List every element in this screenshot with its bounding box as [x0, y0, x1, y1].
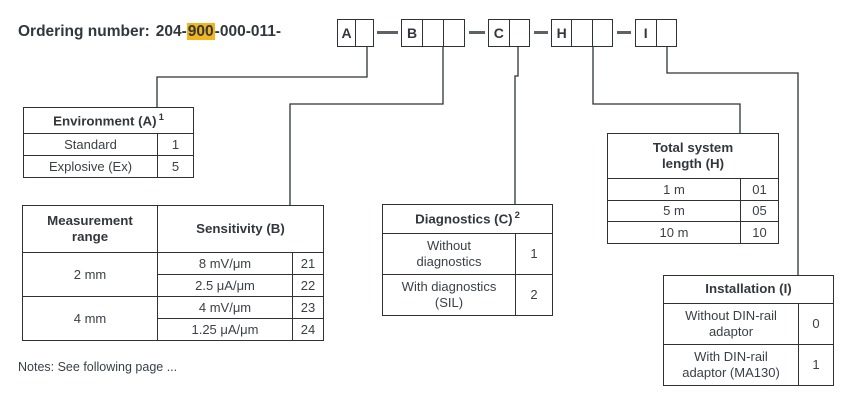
notes-text: Notes: See following page ...	[18, 360, 178, 374]
measurement-range-header: Measurement range	[22, 205, 158, 253]
sensitivity-code: 24	[291, 318, 325, 341]
wire-a	[156, 47, 368, 107]
box-connector-dash	[617, 31, 631, 34]
diagnostics-table: Diagnostics (C)2 Without diagnostics 1 W…	[381, 204, 554, 316]
diagnostics-code: 1	[514, 233, 554, 275]
ordering-code-prefix: 204-	[155, 23, 187, 40]
environment-option: Standard	[23, 133, 158, 156]
code-box-c: C	[488, 19, 530, 47]
sensitivity-table: Measurement range Sensitivity (B) 2 mm 8…	[22, 205, 325, 341]
code-blank-cell	[444, 20, 464, 46]
total-length-table: Total system length (H) 1 m 01 5 m 05 10…	[606, 133, 780, 244]
sensitivity-code: 23	[291, 296, 325, 319]
length-code: 10	[739, 221, 780, 244]
sensitivity-option: 1.25 μA/μm	[157, 318, 293, 341]
ordering-code-suffix: -000-011-	[214, 23, 282, 40]
installation-option: With DIN-rail adaptor (MA130)	[663, 344, 799, 386]
installation-header: Installation (I)	[663, 275, 834, 304]
diagnostics-header: Diagnostics (C)2	[381, 204, 554, 234]
code-letter-i: I	[636, 20, 657, 46]
length-code: 01	[739, 178, 780, 201]
diagnostics-code: 2	[514, 274, 554, 316]
footnote-marker-1: 1	[158, 111, 164, 123]
code-box-b: B	[401, 19, 465, 47]
code-blank-cell	[510, 20, 530, 46]
installation-option: Without DIN-rail adaptor	[663, 303, 799, 345]
sensitivity-option: 4 mV/μm	[157, 296, 293, 319]
table-row: Standard 1	[23, 133, 194, 156]
table-row: With diagnostics (SIL) 2	[382, 274, 554, 316]
box-connector-dash	[377, 31, 398, 34]
table-row: 5 m 05	[607, 200, 780, 222]
code-letter-c: C	[489, 20, 510, 46]
table-row: 10 m 10	[607, 221, 780, 244]
table-row: With DIN-rail adaptor (MA130) 1	[663, 344, 834, 386]
box-connector-dash	[469, 31, 485, 34]
table-row: 1 m 01	[607, 178, 780, 201]
measurement-range-value: 2 mm	[22, 252, 158, 297]
length-option: 10 m	[607, 221, 741, 244]
environment-code: 1	[157, 133, 194, 156]
wire-c	[514, 47, 519, 204]
table-row: 4 mm 4 mV/μm 23	[22, 296, 325, 341]
sensitivity-code: 21	[291, 252, 325, 275]
wire-h	[592, 47, 741, 133]
table-row: Explosive (Ex) 5	[23, 155, 194, 178]
environment-option: Explosive (Ex)	[23, 155, 158, 178]
box-connector-dash	[534, 31, 548, 34]
diagnostics-option: With diagnostics (SIL)	[382, 274, 516, 316]
table-row: 2 mm 8 mV/μm 21	[22, 252, 325, 297]
ordering-number-title: Ordering number: 204-900-000-011-	[18, 23, 281, 41]
code-blank-cell	[423, 20, 444, 46]
ordering-code-highlight: 900	[186, 23, 215, 40]
code-box-i: I	[635, 19, 677, 47]
code-blank-cell	[593, 20, 612, 46]
sensitivity-option: 2.5 μA/μm	[157, 274, 293, 297]
code-letter-b: B	[402, 20, 423, 46]
code-blank-cell	[657, 20, 677, 46]
code-box-h: H	[551, 19, 613, 47]
length-option: 1 m	[607, 178, 741, 201]
code-blank-cell	[356, 20, 373, 46]
total-length-header: Total system length (H)	[606, 133, 780, 179]
code-letter-a: A	[338, 20, 356, 46]
sensitivity-code: 22	[291, 274, 325, 297]
installation-table: Installation (I) Without DIN-rail adapto…	[663, 275, 834, 386]
table-row: Without diagnostics 1	[382, 233, 554, 275]
sensitivity-header: Sensitivity (B)	[156, 205, 325, 253]
installation-code: 0	[798, 303, 834, 345]
code-box-a: A	[337, 19, 374, 47]
measurement-range-value: 4 mm	[22, 296, 158, 341]
environment-table: Environment (A)1 Standard 1 Explosive (E…	[23, 107, 194, 178]
table-row: 2.5 μA/μm 22	[23, 274, 325, 297]
sensitivity-option: 8 mV/μm	[157, 252, 293, 275]
wire-b	[289, 47, 444, 205]
length-code: 05	[739, 200, 780, 222]
table-row: 1.25 μA/μm 24	[23, 318, 325, 341]
environment-header: Environment (A)1	[23, 107, 194, 134]
length-option: 5 m	[607, 200, 741, 222]
environment-code: 5	[157, 155, 194, 178]
code-blank-cell	[572, 20, 593, 46]
ordering-number-label: Ordering number:	[18, 23, 150, 40]
footnote-marker-2: 2	[514, 210, 520, 222]
table-row: Without DIN-rail adaptor 0	[663, 303, 834, 345]
installation-code: 1	[798, 344, 834, 386]
code-letter-h: H	[552, 20, 573, 46]
diagnostics-option: Without diagnostics	[382, 233, 516, 275]
